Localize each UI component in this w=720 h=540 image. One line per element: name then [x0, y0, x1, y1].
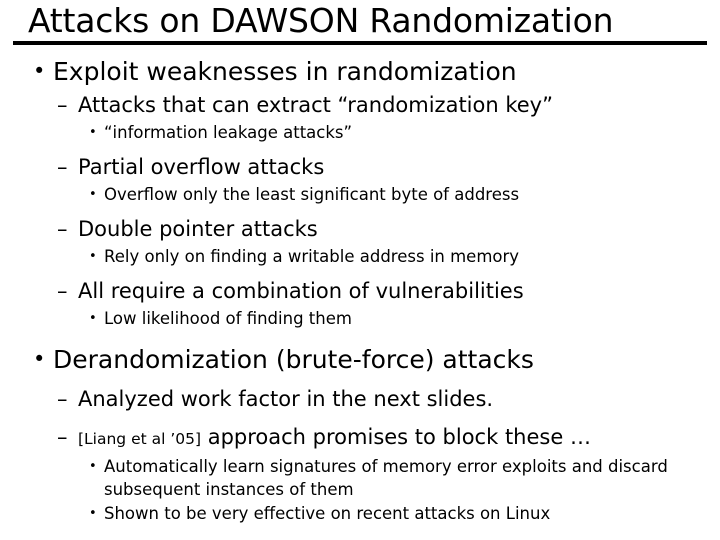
outline-item-level3: • Rely only on finding a writable addres… [0, 245, 720, 268]
bullet-dot-icon: • [33, 59, 46, 83]
bullet-dash-icon: – [57, 217, 68, 241]
outline-item-level3: • Automatically learn signatures of memo… [0, 455, 720, 501]
bullet-dash-icon: – [57, 279, 68, 303]
outline-item-level2-citation: – [Liang et al ’05] approach promises to… [0, 422, 720, 454]
outline-spacer [0, 144, 720, 150]
bullet-dot-icon: • [89, 311, 97, 326]
outline-item-text: Shown to be very effective on recent att… [104, 504, 551, 523]
bullet-dot-icon: • [33, 347, 46, 371]
outline-item-level3: • Shown to be very effective on recent a… [0, 502, 720, 525]
outline-item-text: Analyzed work factor in the next slides. [78, 387, 494, 411]
outline-spacer [0, 330, 720, 340]
outline-item-text: All require a combination of vulnerabili… [78, 279, 524, 303]
bullet-dash-icon: – [57, 155, 68, 179]
outline-item-level2: – Attacks that can extract “randomizatio… [0, 90, 720, 120]
outline-item-text: Attacks that can extract “randomization … [78, 93, 553, 117]
bullet-dot-icon: • [89, 506, 97, 521]
outline-item-level3: • Overflow only the least significant by… [0, 183, 720, 206]
outline-item-text: Exploit weaknesses in randomization [53, 57, 517, 86]
outline-spacer [0, 268, 720, 274]
bullet-dash-icon: – [57, 93, 68, 117]
title-underline-rule [13, 41, 707, 45]
outline-item-text: [Liang et al ’05] approach promises to b… [78, 422, 720, 454]
outline-item-text: “information leakage attacks” [104, 123, 353, 142]
outline-item-level1: • Derandomization (brute-force) attacks [0, 343, 720, 376]
outline-item-level3: • “information leakage attacks” [0, 121, 720, 144]
outline-spacer [0, 206, 720, 212]
outline-item-text-run: approach promises to block these … [201, 425, 591, 449]
outline-item-level2: – Analyzed work factor in the next slide… [0, 384, 720, 414]
outline-item-text: Overflow only the least significant byte… [104, 185, 520, 204]
outline-spacer [0, 376, 720, 382]
slide-title-block: Attacks on DAWSON Randomization [0, 0, 720, 45]
outline-item-text: Automatically learn signatures of memory… [104, 457, 668, 499]
outline-item-text: Derandomization (brute-force) attacks [53, 345, 534, 374]
outline-item-text: Low likelihood of finding them [104, 309, 352, 328]
page-title: Attacks on DAWSON Randomization [28, 1, 614, 40]
outline-item-level3: • Low likelihood of finding them [0, 307, 720, 330]
slide-body-outline: • Exploit weaknesses in randomization – … [0, 52, 720, 525]
outline-item-text: Partial overflow attacks [78, 155, 325, 179]
outline-item-level1: • Exploit weaknesses in randomization [0, 55, 720, 88]
outline-item-text: Double pointer attacks [78, 217, 318, 241]
outline-item-level2: – All require a combination of vulnerabi… [0, 276, 720, 306]
citation-reference: [Liang et al ’05] [78, 430, 202, 448]
bullet-dash-icon: – [57, 387, 68, 411]
bullet-dot-icon: • [89, 249, 97, 264]
bullet-dot-icon: • [89, 459, 97, 474]
bullet-dot-icon: • [89, 125, 97, 140]
outline-item-text: Rely only on finding a writable address … [104, 247, 520, 266]
outline-item-level2: – Partial overflow attacks [0, 152, 720, 182]
bullet-dash-icon: – [57, 425, 68, 449]
outline-item-level2: – Double pointer attacks [0, 214, 720, 244]
outline-spacer [0, 414, 720, 420]
bullet-dot-icon: • [89, 187, 97, 202]
